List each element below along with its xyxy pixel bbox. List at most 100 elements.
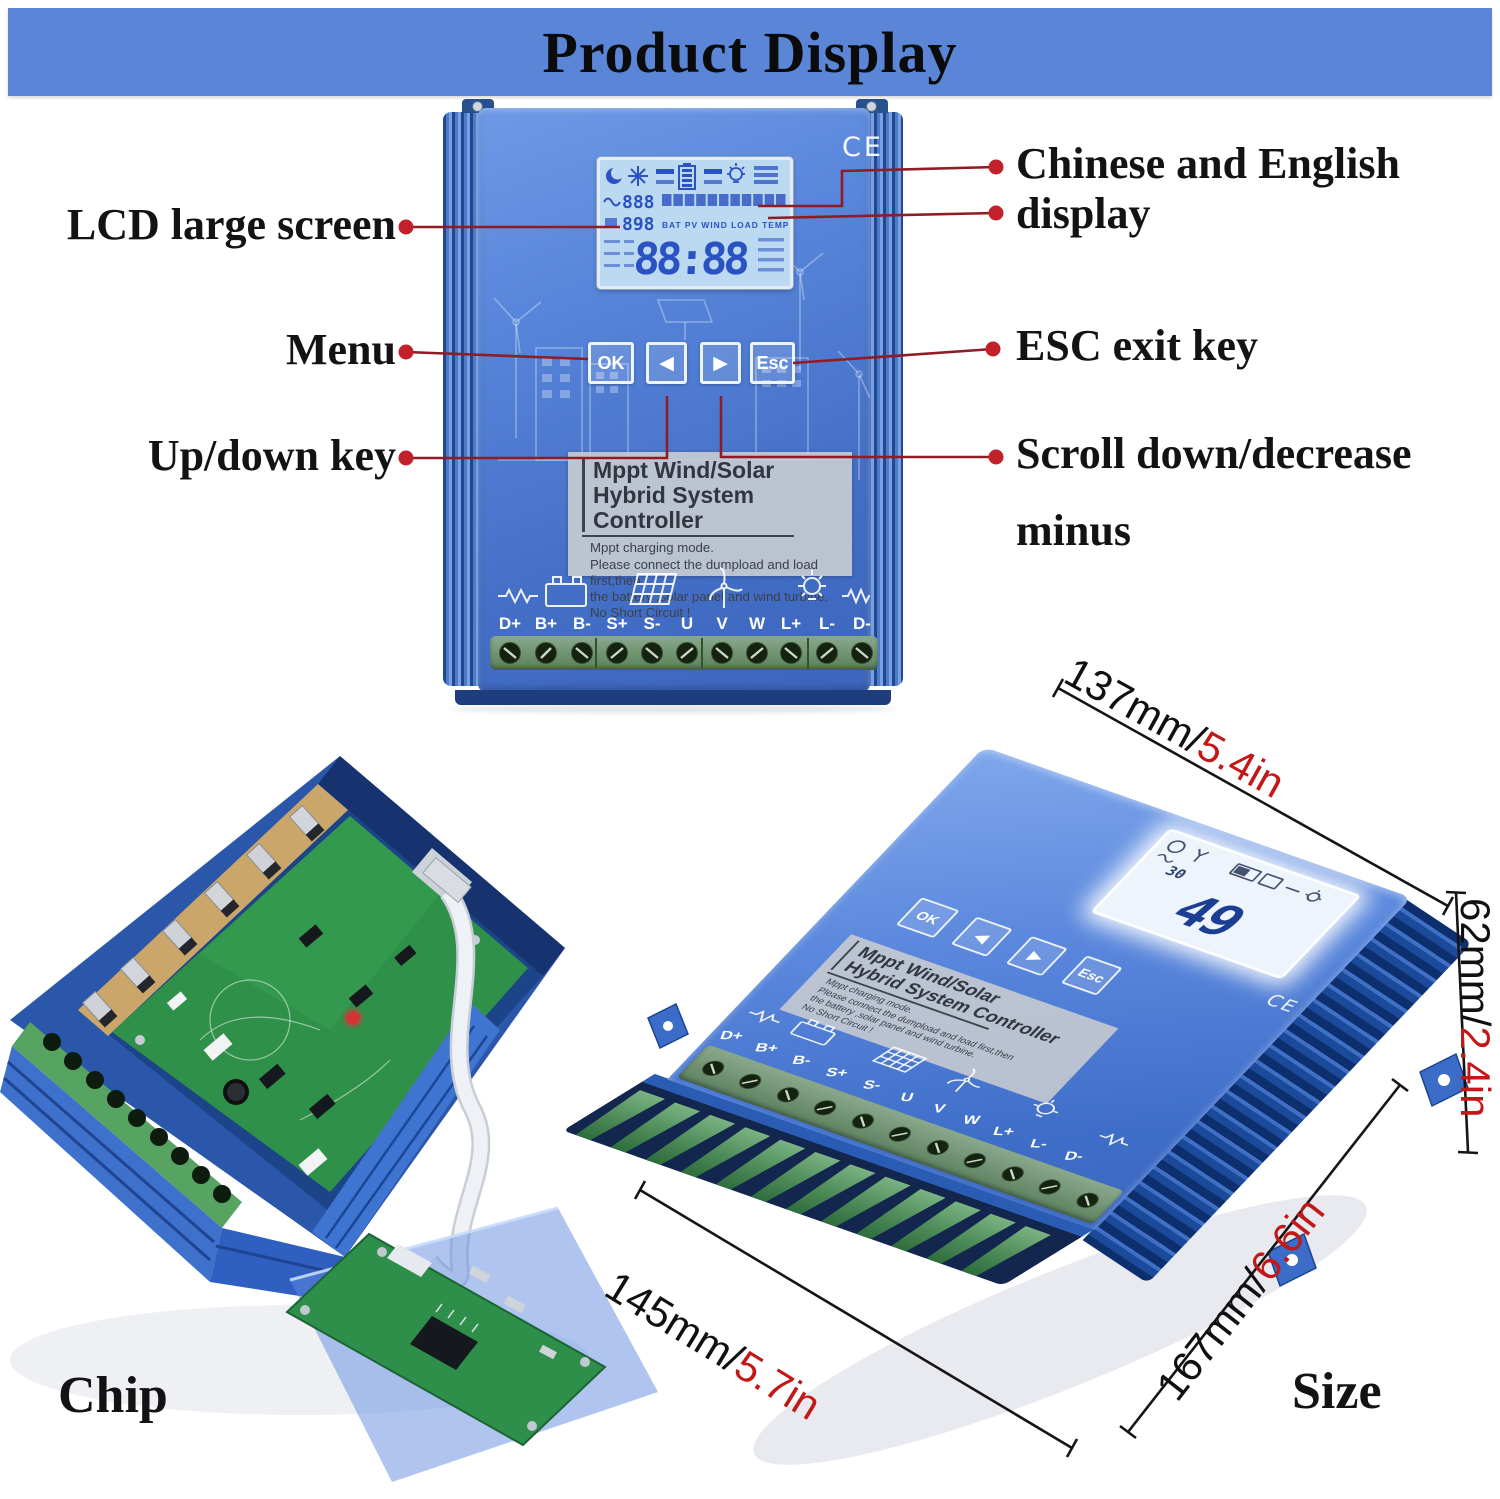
- terminal-label: D+: [498, 614, 522, 633]
- esc-button: Esc: [1060, 955, 1123, 996]
- heatsink-fins-left: [443, 112, 481, 686]
- plate-note: No Short Circuit !: [590, 604, 691, 620]
- lcd-content: 888 898 BAT PV WIND LOAD TEMP 88:88: [603, 163, 789, 285]
- iso-terminal-block: [676, 1044, 1125, 1225]
- callout-up-down-key: Up/down key: [147, 431, 396, 480]
- charge-bar-icon: [656, 169, 674, 174]
- lcd-screen: 888 898 BAT PV WIND LOAD TEMP 88:88: [597, 157, 793, 289]
- dimension-depth-front: 145mm/5.7in: [597, 1262, 830, 1429]
- plate-note: Please connect the dumpload and load fir…: [590, 556, 819, 588]
- left-arrow-button: ◀: [950, 916, 1013, 957]
- terminal-label: D-: [1062, 1149, 1086, 1164]
- product-label-plate: Mppt Wind/Solar Hybrid System Controller…: [568, 452, 852, 620]
- esc-button: Esc: [750, 342, 795, 384]
- caption-size: Size: [1292, 1363, 1382, 1420]
- callout-lcd-large-screen: LCD large screen: [66, 200, 396, 249]
- lcd-small-digits-bottom: 898: [622, 214, 655, 235]
- terminal-label: W: [748, 614, 766, 633]
- lcd-small-digits-top: 888: [622, 192, 655, 213]
- terminal-label: V: [716, 614, 728, 633]
- case-shadow: [450, 705, 896, 713]
- iso-lcd-value: 49: [1156, 885, 1258, 946]
- wave-icon: [603, 197, 621, 207]
- terminal-label: L-: [818, 614, 836, 633]
- terminal-screws: [499, 638, 873, 668]
- terminal-label: B+: [753, 1040, 781, 1056]
- screw: [866, 101, 877, 112]
- right-arrow-button: ▶: [700, 342, 741, 384]
- page-title: Product Display: [542, 19, 958, 85]
- main-pcb: [112, 816, 528, 1192]
- dump-load-resistor-icon: [498, 587, 538, 605]
- pcb-components: [135, 848, 480, 1176]
- chip-ic: [410, 1316, 478, 1370]
- terminal-label: S+: [823, 1065, 850, 1080]
- terminal-label: L-: [1028, 1136, 1050, 1151]
- controller-front-face: CE: [478, 108, 881, 692]
- plate-title-line2: Hybrid System Controller: [593, 481, 755, 533]
- lcd-big-digits: 88:88: [632, 234, 749, 284]
- controller-iso-view: 30 49 CE OK ◀ ▶ Esc Mppt Wind/Solar Hybr…: [562, 747, 1473, 1286]
- iso-lcd-screen: 30 49: [1090, 828, 1362, 980]
- callout-menu: Menu: [286, 325, 396, 374]
- ribbon-cable: [422, 856, 491, 1290]
- right-arrow-button: ▶: [1005, 935, 1068, 977]
- terminal-label: B-: [790, 1053, 814, 1068]
- insulator-strip: [78, 784, 348, 1036]
- callout-scroll-down-line1: Scroll down/decrease: [1016, 429, 1412, 478]
- terminal-label: B-: [573, 614, 591, 633]
- right-arrow-icon: ▶: [1024, 947, 1050, 966]
- terminal-label: L+: [780, 614, 802, 633]
- screw: [472, 101, 483, 112]
- discharge-bar-icon: [704, 169, 722, 174]
- caption-chip: Chip: [58, 1367, 168, 1424]
- open-case: [10, 756, 565, 1257]
- left-arrow-icon: ◀: [969, 927, 995, 946]
- heatsink-fins-right: [865, 112, 903, 686]
- plate-note: the battery ,solar panel and wind turbin…: [590, 588, 829, 604]
- header-banner: Product Display: [8, 8, 1492, 96]
- iso-lcd-small: 30: [1161, 863, 1190, 882]
- terminal-label: V: [931, 1101, 948, 1116]
- right-arrow-icon: ▶: [713, 351, 728, 374]
- plate-title-line1: Mppt Wind/Solar: [593, 457, 775, 483]
- terminal-label: U: [680, 614, 694, 633]
- plate-divider: [582, 535, 794, 538]
- left-arrow-button: ◀: [646, 342, 687, 384]
- terminal-block: [490, 636, 878, 670]
- terminal-label: D-: [853, 614, 871, 633]
- battery-icon: [678, 163, 696, 190]
- callout-scroll-down-line2: minus: [1016, 506, 1131, 555]
- translucent-lid: [290, 1208, 658, 1482]
- wind-icon: [1193, 848, 1210, 862]
- sun-icon: [1167, 840, 1186, 854]
- bulb-icon: [727, 163, 745, 183]
- terminal-label: B+: [534, 614, 558, 633]
- case-bottom-edge: [455, 690, 891, 705]
- terminal-label: D+: [718, 1028, 746, 1043]
- chinese-characters-row: [662, 194, 786, 206]
- ce-mark: CE: [842, 132, 884, 163]
- terminal-label: S+: [606, 614, 628, 633]
- board-connector: [387, 1244, 432, 1277]
- terminal-label: S-: [860, 1078, 883, 1093]
- battery-terminal-icon: [545, 576, 587, 607]
- red-led: [346, 1011, 360, 1025]
- heatsink-bracket: [412, 848, 472, 906]
- small-battery-icon: [605, 218, 617, 226]
- ok-button: OK: [588, 342, 634, 384]
- terminal-label: W: [960, 1113, 982, 1128]
- terminal-label: U: [898, 1090, 916, 1105]
- ce-mark: CE: [1260, 990, 1304, 1017]
- left-arrow-icon: ◀: [659, 351, 674, 374]
- callout-chinese-english-line2: display: [1016, 189, 1151, 238]
- mosfets: [81, 804, 325, 1028]
- lcd-english-row: BAT PV WIND LOAD TEMP: [662, 220, 789, 230]
- terminal-label: S-: [643, 614, 661, 633]
- callout-chinese-english-line1: Chinese and English: [1016, 139, 1400, 188]
- plate-note: Mppt charging mode.: [590, 540, 714, 556]
- callout-esc-exit-key: ESC exit key: [1016, 321, 1258, 370]
- dimension-width: 137mm/5.4in: [1057, 648, 1293, 807]
- terminal-label: L+: [991, 1124, 1017, 1139]
